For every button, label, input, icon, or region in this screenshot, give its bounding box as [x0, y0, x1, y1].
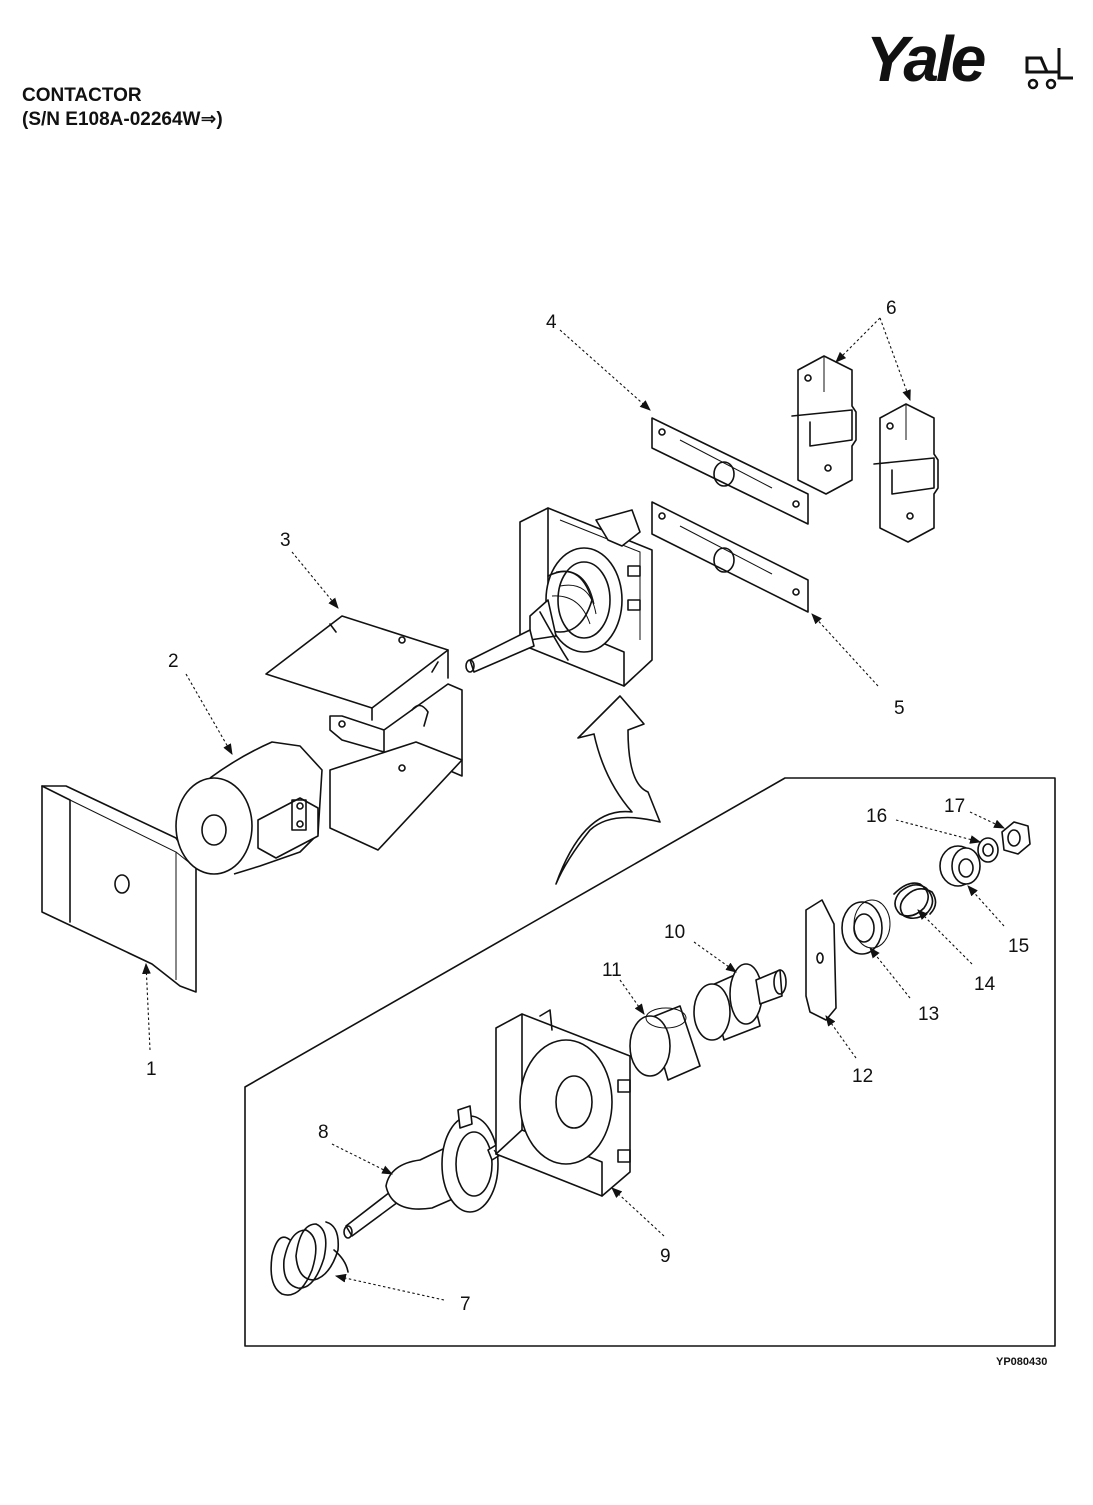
callout-9: 9 [660, 1246, 671, 1267]
detail-inset-border [244, 777, 1056, 1347]
part-6-contact-block-b [873, 403, 939, 543]
callout-8: 8 [318, 1122, 329, 1143]
assembly-direction-arrow [555, 695, 661, 885]
part-3-bracket [265, 615, 463, 851]
callout-16: 16 [866, 806, 887, 827]
callout-14: 14 [974, 974, 996, 995]
callout-1: 1 [146, 1059, 157, 1080]
part-9-frame [495, 1009, 631, 1197]
part-1-mounting-plate [41, 785, 197, 993]
part-16-washer [977, 837, 999, 863]
logo-wordmark: Yale [866, 23, 986, 95]
callout-13: 13 [918, 1004, 939, 1025]
part-7-spring [270, 1221, 349, 1296]
part-4-contact-bar [651, 417, 809, 525]
callout-12: 12 [852, 1066, 873, 1087]
page-title: CONTACTOR (S/N E108A-02264W⇒) [22, 84, 223, 132]
callout-10: 10 [664, 922, 685, 943]
title-line-2: (S/N E108A-02264W⇒) [22, 109, 223, 130]
yale-logo: Yale [866, 23, 1078, 96]
title-line-1: CONTACTOR [22, 85, 142, 106]
forklift-icon [1025, 48, 1073, 90]
figure-reference: YP080430 [996, 1356, 1048, 1368]
part-15-washer [939, 845, 981, 887]
callout-11: 11 [602, 960, 622, 981]
part-11-sleeve [629, 1005, 701, 1081]
part-5-contact-bar [651, 501, 809, 613]
callout-5: 5 [894, 698, 905, 719]
callout-2: 2 [168, 651, 179, 672]
part-10-core [693, 963, 787, 1041]
callout-4: 4 [546, 312, 557, 333]
part-6-contact-block-a [791, 355, 857, 495]
callout-7: 7 [460, 1294, 471, 1315]
part-14-spring [893, 882, 937, 920]
part-12-plate [805, 899, 837, 1021]
callout-3: 3 [280, 530, 291, 551]
leader-lines [142, 317, 1005, 1301]
upper-plunger-frame-assembly [465, 507, 653, 687]
part-17-nut [1001, 821, 1031, 855]
callout-6: 6 [886, 298, 897, 319]
callout-labels: 1 2 3 4 5 6 7 8 9 10 11 12 13 14 15 16 1… [146, 298, 1029, 1315]
part-2-coil [175, 741, 323, 875]
callout-17: 17 [944, 796, 965, 817]
part-13-bearing [841, 899, 891, 955]
callout-15: 15 [1008, 936, 1029, 957]
